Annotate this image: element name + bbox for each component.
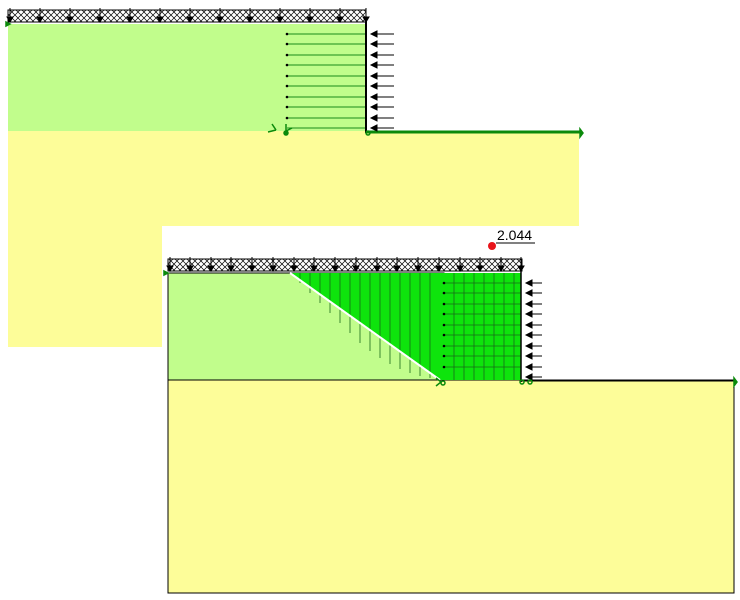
back-lower-soil — [8, 131, 579, 226]
front-wall-zone — [444, 273, 521, 380]
front-wall-dots — [442, 281, 446, 369]
back-view — [5, 8, 584, 347]
front-support-symbols — [163, 269, 738, 389]
back-support-symbols — [5, 20, 584, 140]
back-lateral-arrows — [369, 30, 394, 132]
back-wall-horizontal-lines — [287, 33, 366, 129]
front-surcharge-arrows — [166, 257, 525, 272]
front-surcharge-load — [167, 258, 523, 272]
factor-of-safety-value: 2.044 — [497, 227, 532, 243]
back-surcharge-load — [7, 9, 367, 23]
slip-wedge-vertical-lines — [299, 273, 431, 378]
front-lower-soil — [167, 379, 735, 594]
front-view: 2.044 — [162, 226, 740, 600]
back-lower-soil-left — [8, 226, 162, 347]
slip-surface — [289, 272, 441, 381]
back-surcharge-arrows — [6, 8, 370, 23]
front-lateral-arrows — [524, 279, 542, 381]
back-wall-dots — [285, 32, 289, 120]
back-upper-soil — [8, 24, 285, 131]
front-wall-grid — [444, 273, 521, 380]
factor-of-safety-marker — [488, 242, 496, 250]
back-wall-zone — [285, 24, 366, 131]
